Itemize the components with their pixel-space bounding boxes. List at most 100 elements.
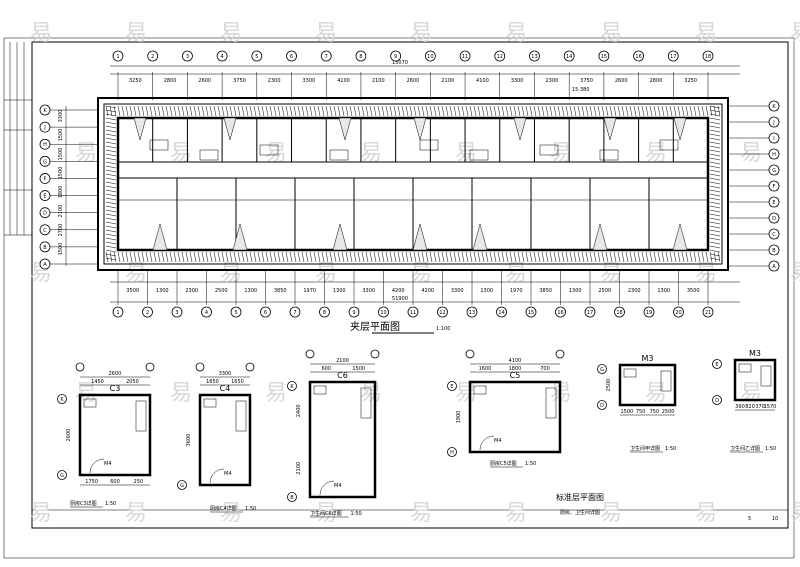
- axis-bubble-bottom: 17: [584, 306, 596, 318]
- axis-bubble-top: 2: [147, 50, 159, 62]
- detail-dim-top: 1650: [206, 379, 219, 385]
- svg-text:E: E: [715, 362, 718, 368]
- svg-text:F: F: [773, 184, 776, 190]
- svg-text:F: F: [44, 176, 47, 182]
- bottom-dim-label: 1300: [244, 288, 257, 294]
- watermark-glyph: 易: [505, 501, 527, 526]
- watermark-glyph: 易: [265, 141, 287, 166]
- left-dim-label: 1500: [58, 243, 64, 256]
- detail-dim-top: 1650: [231, 379, 244, 385]
- bottom-dim-label: 1300: [156, 288, 169, 294]
- svg-text:I: I: [773, 136, 774, 142]
- svg-text:K: K: [772, 104, 776, 110]
- axis-bubble-right: I: [768, 132, 780, 144]
- detail-room-label: C3: [110, 384, 121, 393]
- watermark-glyph: 易: [30, 501, 52, 526]
- inner-frame: [31, 41, 789, 529]
- detail-title: 卫生间乙详图: [730, 445, 760, 452]
- detail-scale: 1:50: [351, 511, 362, 517]
- bottom-dim-label: 1300: [480, 288, 493, 294]
- detail-dim-bottom: 1570: [764, 404, 777, 410]
- svg-text:G: G: [180, 483, 184, 489]
- axis-bubble-bottom: 13: [466, 306, 478, 318]
- bottom-dim-label: 4200: [421, 288, 434, 294]
- detail-axis-bubble: [75, 362, 85, 372]
- axis-bubble-right: G: [768, 164, 780, 176]
- top-dim-label: 2800: [650, 78, 663, 84]
- svg-text:14: 14: [498, 310, 504, 316]
- roof-hip-marks: [133, 117, 688, 251]
- watermark-glyph: 易: [315, 261, 337, 286]
- axis-bubble-right: B: [768, 244, 780, 256]
- bottom-dim-label: 1970: [303, 288, 316, 294]
- svg-text:11: 11: [462, 54, 468, 60]
- bottom-dim-label: 2500: [215, 288, 228, 294]
- axis-bubble-left: G: [39, 155, 51, 167]
- detail-door-label: M4: [104, 461, 112, 467]
- axis-bubble-top: 16: [633, 50, 644, 62]
- svg-text:3: 3: [175, 310, 178, 316]
- detail-axis-left: E: [447, 381, 457, 391]
- watermark-glyph: 易: [170, 381, 192, 406]
- detail-dim-top: 1450: [91, 379, 104, 385]
- axis-bubble-bottom: 16: [555, 306, 566, 318]
- axis-bubble-top: 15: [598, 50, 610, 62]
- svg-text:18: 18: [616, 310, 622, 316]
- axis-bubble-right: C: [768, 228, 780, 240]
- svg-text:E: E: [43, 194, 46, 200]
- detail-axis-bottom: H: [447, 447, 457, 457]
- detail-axis-left: K: [287, 381, 297, 391]
- axis-bubble-left: F: [39, 173, 51, 184]
- svg-text:1: 1: [116, 310, 119, 316]
- svg-text:7: 7: [293, 310, 296, 316]
- detail-dim-left: 2600: [66, 429, 72, 442]
- detail-title: 卫生间甲详图: [630, 445, 660, 452]
- axis-bubble-bottom: 15: [525, 306, 537, 318]
- svg-text:12: 12: [497, 54, 503, 60]
- top-dim-label: 2800: [164, 78, 177, 84]
- axis-bubble-bottom: 9: [348, 306, 360, 318]
- detail-axis-bubble: [305, 349, 315, 359]
- watermark-glyph: 易: [550, 141, 572, 166]
- axis-bubble-right: K: [768, 100, 780, 112]
- svg-text:14: 14: [566, 54, 572, 60]
- left-dim-label: 1500: [58, 129, 64, 142]
- detail-dim-bottom: 250: [134, 479, 144, 485]
- axis-bubble-bottom: 10: [378, 306, 389, 318]
- axis-bubble-bottom: 5: [230, 306, 242, 318]
- svg-text:15: 15: [601, 54, 607, 60]
- svg-text:E: E: [450, 384, 453, 390]
- svg-text:16: 16: [557, 310, 563, 316]
- watermark-glyph: 易: [695, 261, 717, 286]
- bottom-dim-label: 3850: [539, 288, 552, 294]
- detail-title: 卫生间C6详图: [310, 510, 342, 517]
- watermark-glyph: 易: [410, 501, 432, 526]
- detail-axis-bottom: G: [57, 470, 67, 480]
- axis-bubble-top: 12: [494, 50, 506, 62]
- svg-text:D: D: [715, 398, 719, 404]
- detail-door-label: M4: [494, 438, 502, 444]
- svg-text:B: B: [43, 245, 47, 251]
- detail-axis-bottom: D: [597, 400, 607, 410]
- bottom-dim-label: 2500: [598, 288, 611, 294]
- svg-text:8: 8: [323, 310, 326, 316]
- svg-text:15: 15: [528, 310, 534, 316]
- svg-text:16: 16: [635, 54, 641, 60]
- axis-bubble-left: H: [39, 138, 51, 150]
- axis-bubble-left: D: [39, 207, 51, 219]
- axis-bubble-top: 3: [182, 50, 193, 62]
- axis-bubble-bottom: 19: [643, 306, 655, 318]
- detail-axis-bubble: [245, 362, 255, 372]
- top-dim-label: 3300: [511, 78, 524, 84]
- axis-bubble-right: D: [768, 212, 780, 224]
- detail-room-label: M3: [749, 349, 761, 358]
- watermark-glyph: 易: [600, 501, 622, 526]
- axis-bubble-right: A: [768, 260, 780, 272]
- top-dim-label: 2300: [545, 78, 558, 84]
- top-dim-label: 2600: [198, 78, 211, 84]
- svg-text:4: 4: [205, 310, 208, 316]
